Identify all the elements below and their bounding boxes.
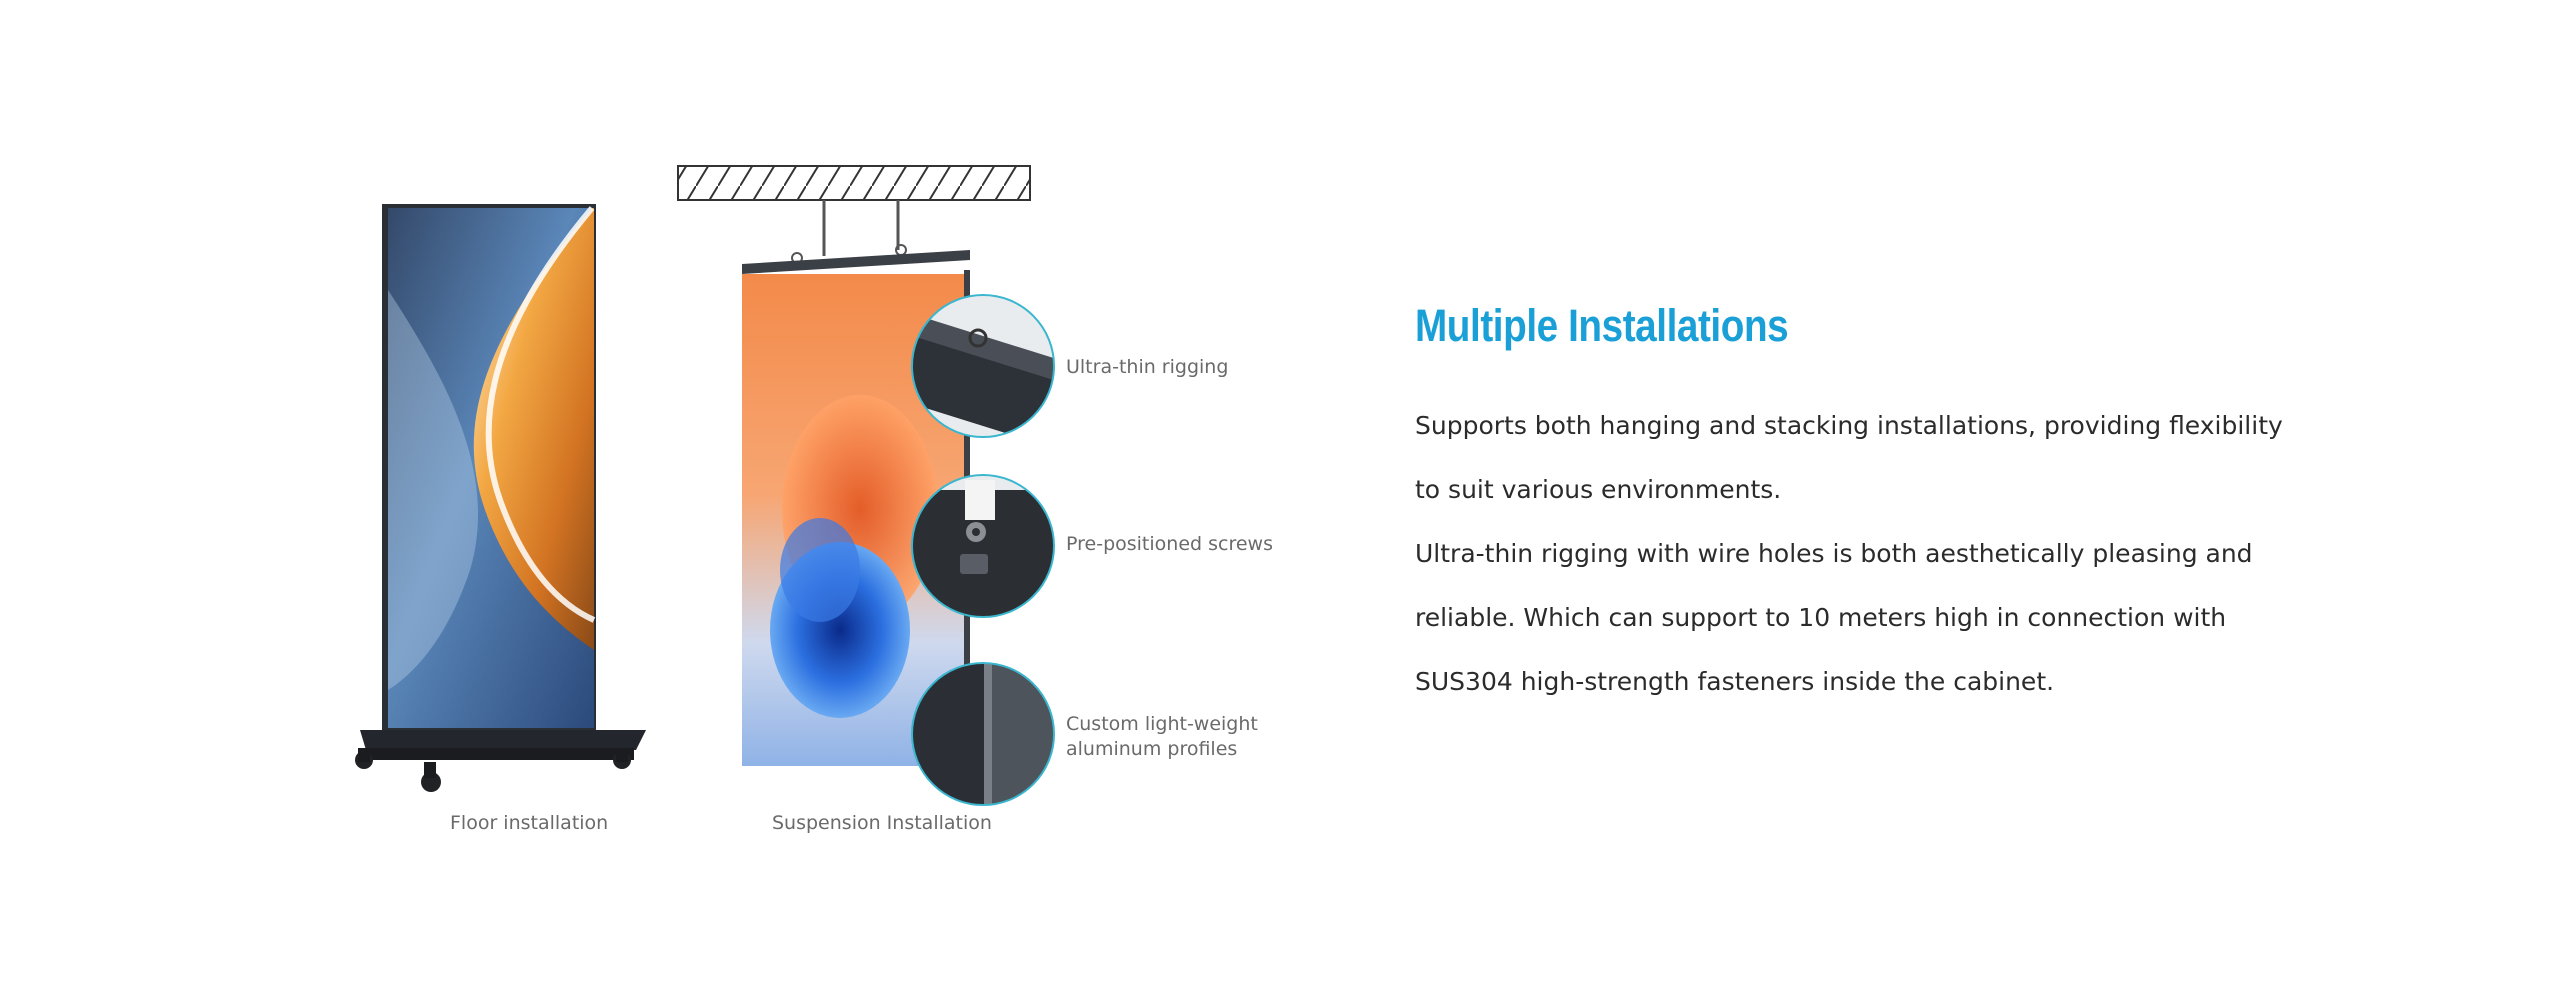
ceiling-truss <box>677 165 1031 264</box>
floor-installation-caption: Floor installation <box>450 812 609 834</box>
callout-label-rigging: Ultra-thin rigging <box>1066 356 1229 378</box>
callout-rigging <box>911 294 1055 438</box>
floor-display <box>355 204 646 792</box>
callout-label-profiles: Custom light-weight aluminum profiles <box>1066 713 1258 760</box>
suspension-installation-caption: Suspension Installation <box>772 812 992 834</box>
installation-illustration <box>355 165 1055 806</box>
paragraph-rigging: Ultra-thin rigging with wire holes is bo… <box>1415 539 2253 696</box>
callout-label-screws: Pre-positioned screws <box>1066 533 1273 555</box>
paragraph-flexibility: Supports both hanging and stacking insta… <box>1415 411 2283 504</box>
feature-text-block: Multiple Installations Supports both han… <box>1415 300 2295 714</box>
callout-screws <box>911 474 1055 618</box>
section-title: Multiple Installations <box>1415 300 1789 351</box>
